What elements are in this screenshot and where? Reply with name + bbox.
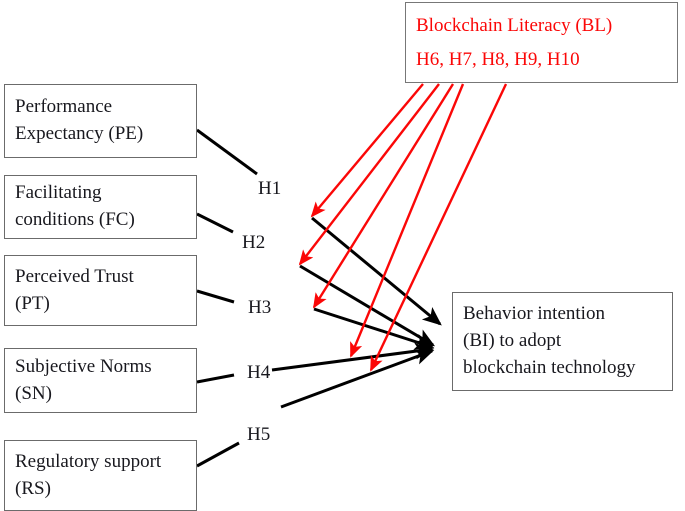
moderator-title: Blockchain Literacy (BL) <box>416 15 613 37</box>
predictor-pt-line-1: Perceived Trust <box>15 265 134 287</box>
edge-h2-bi <box>299 264 436 347</box>
predictor-box-fc[interactable]: Facilitating conditions (FC) <box>4 175 197 239</box>
edge-h4-bi <box>271 343 435 372</box>
edge-bl-h5 <box>369 83 508 372</box>
predictor-sn-line-1: Subjective Norms <box>15 355 152 377</box>
predictor-pt-line-2: (PT) <box>15 292 50 314</box>
predictor-rs-line-1: Regulatory support <box>15 450 162 472</box>
predictor-box-sn[interactable]: Subjective Norms (SN) <box>4 348 197 413</box>
predictor-rs-line-2: (RS) <box>15 477 51 499</box>
predictor-sn-line-2: (SN) <box>15 382 52 404</box>
edge-rs-stub <box>196 441 240 468</box>
moderator-box-blockchain-literacy[interactable]: Blockchain Literacy (BL) H6, H7, H8, H9,… <box>405 2 678 83</box>
predictor-fc-line-1: Facilitating <box>15 182 102 204</box>
hypothesis-label-h3: H3 <box>248 297 272 318</box>
edge-h1-bi <box>311 216 442 326</box>
hypothesis-label-h2: H2 <box>242 232 266 253</box>
predictor-pe-line-2: Expectancy (PE) <box>15 123 144 144</box>
edge-bl-h2 <box>298 83 440 266</box>
outcome-line-3: blockchain technology <box>463 356 636 378</box>
edge-bl-h3 <box>312 83 455 309</box>
black-edge-group <box>196 128 442 468</box>
outcome-line-1: Behavior intention <box>463 303 605 325</box>
edge-sn-stub <box>196 373 235 384</box>
predictor-fc-line-2: conditions (FC) <box>15 209 135 230</box>
edge-pt-stub <box>196 289 235 304</box>
hypothesis-label-h5: H5 <box>247 424 271 445</box>
edge-h3-bi <box>313 307 435 350</box>
moderator-hypotheses: H6, H7, H8, H9, H10 <box>416 48 580 70</box>
hypothesis-label-h4: H4 <box>247 362 271 383</box>
outcome-box-behavior-intention[interactable]: Behavior intention (BI) to adopt blockch… <box>452 292 673 391</box>
edge-fc-stub <box>196 212 234 234</box>
hypothesis-label-h1: H1 <box>258 178 282 199</box>
red-edge-group <box>298 83 508 372</box>
outcome-line-2: (BI) to adopt <box>463 330 562 352</box>
predictor-box-rs[interactable]: Regulatory support (RS) <box>4 440 197 511</box>
edge-bl-h4 <box>349 83 465 358</box>
predictor-box-pt[interactable]: Perceived Trust (PT) <box>4 255 197 326</box>
edge-h5-bi <box>280 349 435 409</box>
edge-bl-h1 <box>310 83 424 218</box>
predictor-pe-line-1: Performance <box>15 96 113 118</box>
edge-pe-stub <box>196 128 258 176</box>
